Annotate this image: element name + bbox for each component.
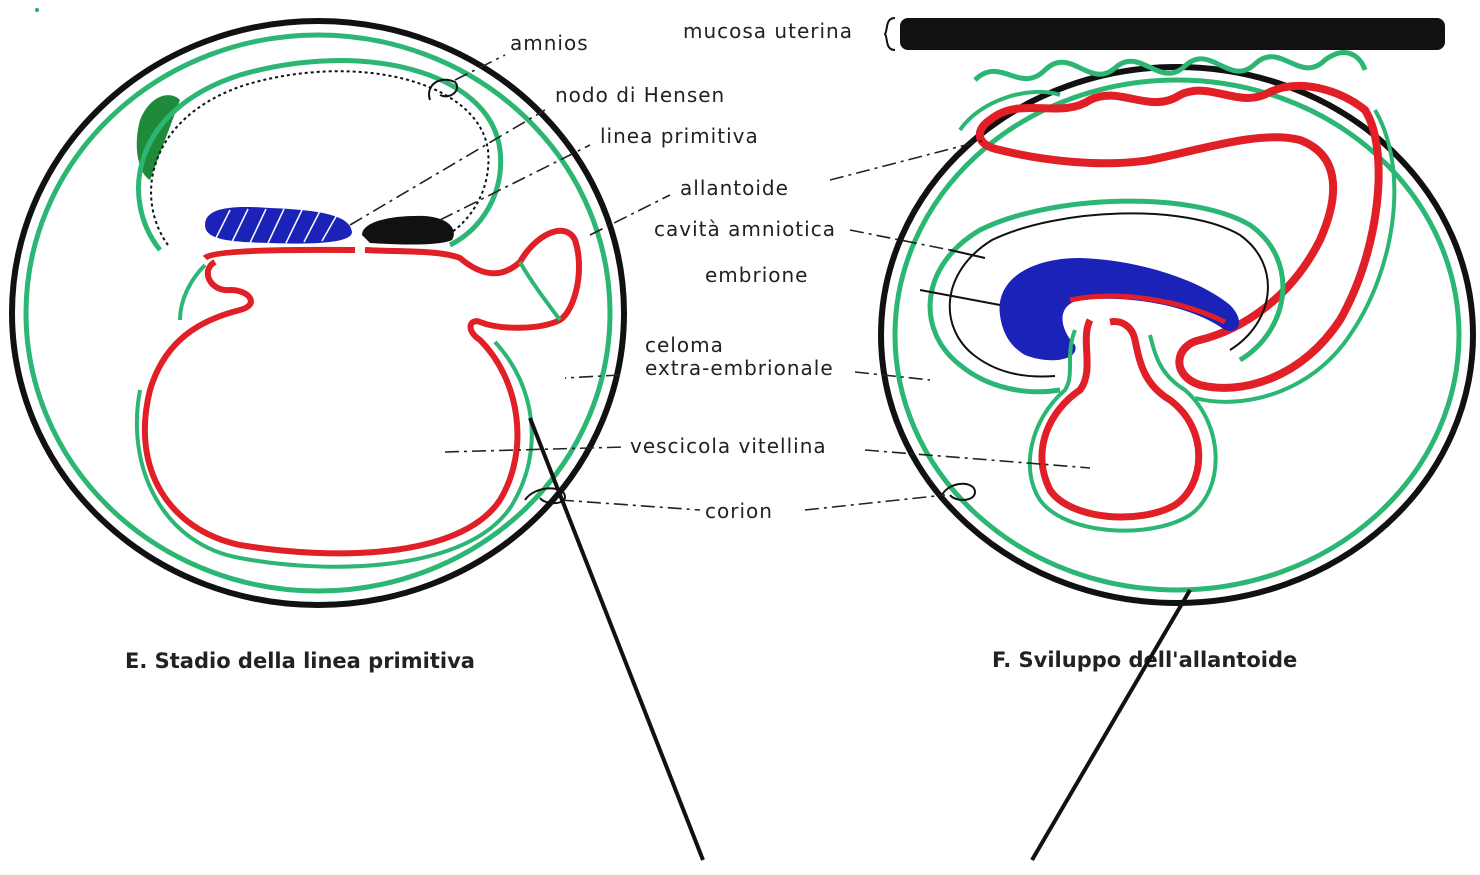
label-celoma: celoma [645,333,724,357]
pointer-line-right [1032,590,1190,860]
figure-e [12,21,624,605]
uterine-mucosa [900,18,1445,50]
label-mucosa-uterina: mucosa uterina [683,19,853,43]
pointer-line-left [530,418,703,860]
caption-left: E. Stadio della linea primitiva [125,649,475,673]
stray-dot [35,8,39,12]
label-cavita-amniotica: cavità amniotica [654,217,836,241]
right-embryo [1000,258,1240,360]
label-linea-primitiva: linea primitiva [600,124,759,148]
left-chorion [26,35,610,591]
label-extra-embrionale: extra-embrionale [645,356,834,380]
label-amnios: amnios [510,31,589,55]
label-corion: corion [705,499,773,523]
mucosa-brace [885,18,895,50]
left-embryo-disc [205,207,352,244]
label-allantoide: allantoide [680,176,789,200]
label-nodo-hensen: nodo di Hensen [555,83,725,107]
label-vescicola-vitellina: vescicola vitellina [630,434,827,458]
figure-f [881,18,1473,603]
left-yolk-mesoderm [137,342,532,567]
label-embrione: embrione [705,263,808,287]
left-outer-circle [12,21,624,605]
